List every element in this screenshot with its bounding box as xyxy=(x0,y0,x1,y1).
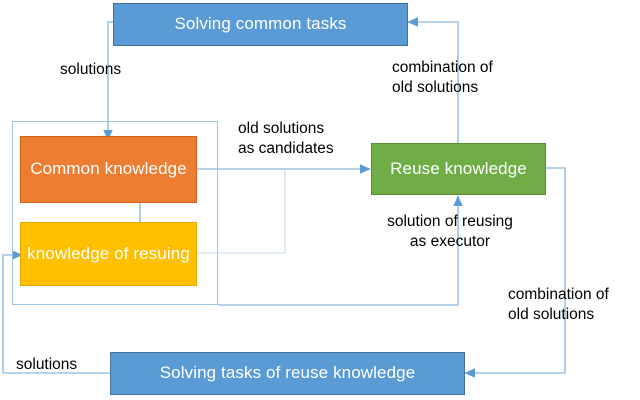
edge-label-combination-of-old-solutions-right: combination of old solutions xyxy=(508,286,609,324)
edge-reuse-knowledge-to-solving-tasks-of-reuse-knowledge xyxy=(464,167,566,378)
node-solving-tasks-of-reuse-knowledge[interactable]: Solving tasks of reuse knowledge xyxy=(110,352,465,395)
node-common-knowledge[interactable]: Common knowledge xyxy=(20,136,197,203)
node-label: Solving common tasks xyxy=(174,14,347,34)
edge-knowledge-of-resuing-to-candidates-line xyxy=(197,170,286,254)
node-label: Common knowledge xyxy=(30,159,187,179)
node-knowledge-of-resuing[interactable]: knowledge of resuing xyxy=(20,222,197,286)
edge-label-solution-of-reusing-as-executor: solution of reusing as executor xyxy=(387,213,513,251)
edge-knowledge-of-resuing-to-reuse-knowledge-executor xyxy=(218,195,463,306)
knowledge-group-frame xyxy=(12,121,218,305)
node-reuse-knowledge[interactable]: Reuse knowledge xyxy=(371,143,546,195)
edge-label-solutions-top: solutions xyxy=(60,61,122,78)
node-label: Reuse knowledge xyxy=(390,158,527,178)
node-solving-common-tasks[interactable]: Solving common tasks xyxy=(113,3,408,46)
edge-label-solutions-bottom: solutions xyxy=(16,356,78,373)
node-label: Solving tasks of reuse knowledge xyxy=(159,363,416,383)
edge-label-old-solutions-as-candidates: old solutions as candidates xyxy=(238,120,334,158)
edge-reuse-knowledge-to-solving-common-tasks xyxy=(407,17,459,143)
node-label: knowledge of resuing xyxy=(27,243,190,263)
edge-label-combination-of-old-solutions-top: combination of old solutions xyxy=(392,59,493,97)
